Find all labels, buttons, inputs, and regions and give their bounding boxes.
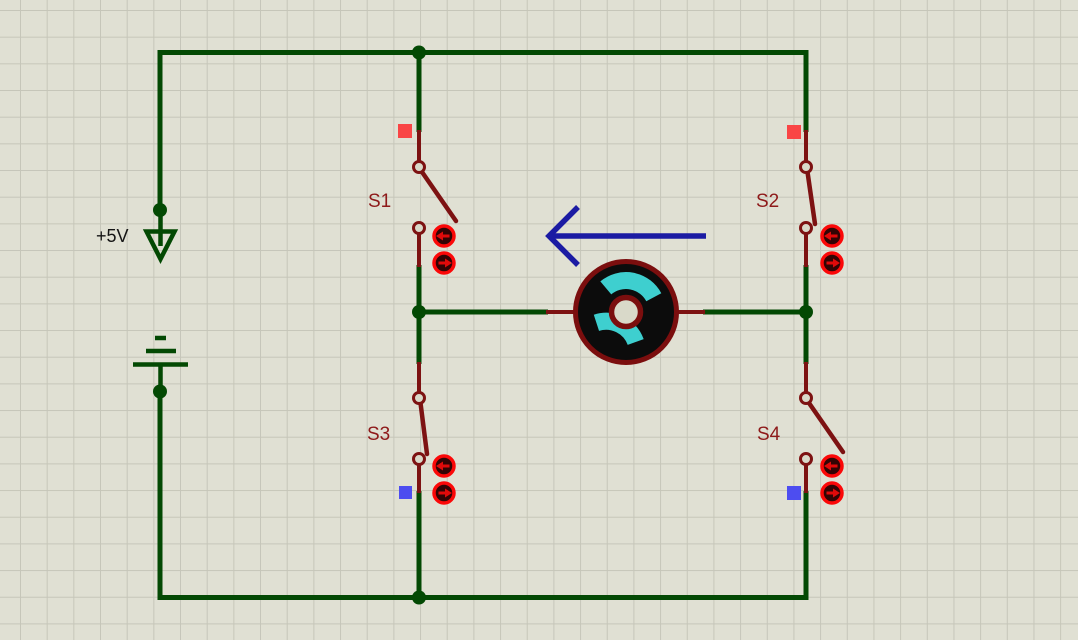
s3-toggle-up-button[interactable] — [432, 454, 456, 478]
s2-contact-bottom — [799, 221, 813, 235]
motor-shaft-hub — [608, 294, 644, 330]
s4-logic-state-low-square — [787, 486, 801, 500]
s3-lever-closed — [418, 400, 430, 457]
junction-mid-right — [799, 305, 813, 319]
switch-label-s3: S3 — [367, 424, 390, 445]
s2-logic-state-high-square — [787, 125, 801, 139]
switch-s1[interactable] — [412, 160, 459, 235]
ground-symbol[interactable] — [133, 335, 188, 393]
s3-contact-bottom — [412, 452, 426, 466]
wires — [157, 50, 809, 600]
s3-logic-state-low-square — [399, 486, 412, 499]
junction-mid-left — [412, 305, 426, 319]
s1-toggle-down-button[interactable] — [432, 251, 456, 275]
s2-lever-closed — [805, 169, 818, 227]
s1-contact-bottom — [412, 221, 426, 235]
junction-top — [412, 45, 426, 60]
s3-contact-top — [412, 391, 426, 405]
rotation-direction-arrow — [545, 205, 706, 267]
junction-left-upper — [153, 203, 167, 217]
s2-toggle-down-button[interactable] — [820, 251, 844, 275]
s1-logic-state-high-square — [398, 124, 412, 138]
s4-toggle-up-button[interactable] — [820, 454, 844, 478]
component-pins — [417, 130, 808, 493]
junction-left-lower — [153, 384, 167, 399]
s1-contact-top — [412, 160, 426, 174]
switch-label-s1: S1 — [368, 191, 391, 212]
junction-bottom — [412, 590, 426, 605]
switch-label-s4: S4 — [757, 424, 781, 445]
direction-arrow-head — [545, 205, 580, 267]
s1-toggle-up-button[interactable] — [432, 224, 456, 248]
s2-contact-top — [799, 160, 813, 174]
power-arrow-icon — [142, 229, 179, 264]
s4-lever-open — [806, 400, 846, 455]
s3-toggle-down-button[interactable] — [432, 481, 456, 505]
s1-lever-open — [419, 169, 459, 224]
switch-s4[interactable] — [799, 391, 846, 466]
junction-dots — [153, 45, 813, 605]
s4-toggle-down-button[interactable] — [820, 481, 844, 505]
switch-s2[interactable] — [799, 160, 818, 235]
s2-toggle-up-button[interactable] — [820, 224, 844, 248]
switch-label-s2: S2 — [756, 191, 779, 212]
switch-s3[interactable] — [412, 391, 430, 466]
s4-contact-bottom — [799, 452, 813, 466]
power-label: +5V — [96, 226, 129, 246]
s4-contact-top — [799, 391, 813, 405]
dc-motor[interactable] — [573, 259, 679, 365]
motor-rotor-arc-top — [600, 272, 662, 302]
